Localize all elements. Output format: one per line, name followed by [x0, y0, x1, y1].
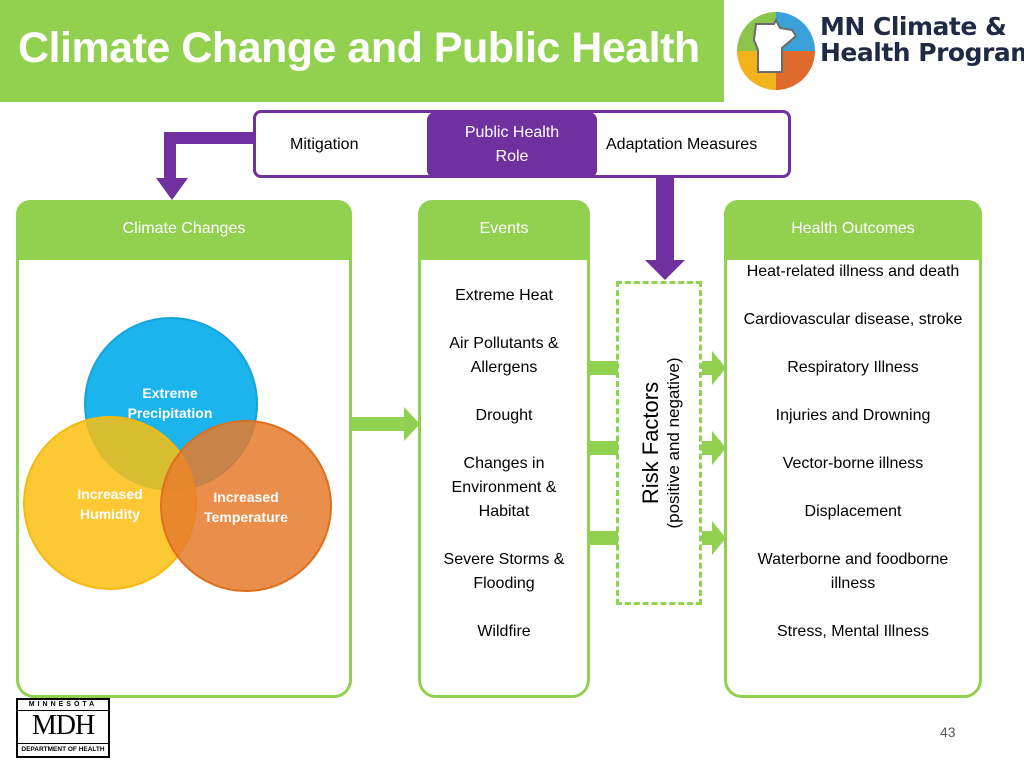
mdh-logo: MINNESOTA MDH DEPARTMENT OF HEALTH	[16, 698, 110, 758]
adaptation-measures-label: Adaptation Measures	[606, 136, 758, 153]
risk-outcome-arrow-head-1	[712, 351, 726, 385]
risk-factors-label: Risk Factors	[638, 381, 663, 505]
adaptation-arrow	[656, 178, 674, 262]
event-item: Severe Storms & Flooding	[443, 551, 565, 592]
climate-to-events-arrow	[350, 417, 406, 431]
events-heading: Events	[418, 200, 590, 260]
outcome-item: Stress, Mental Illness	[776, 623, 930, 640]
logo-text: MN Climate & Health Program	[820, 14, 1024, 66]
logo-circle-icon	[737, 12, 815, 90]
climate-to-events-arrow-head	[404, 407, 420, 441]
mn-climate-health-logo: MN Climate & Health Program	[724, 0, 1024, 102]
mdh-logo-top: MINNESOTA	[18, 700, 108, 711]
logo-line-1: MN Climate &	[820, 12, 1007, 41]
mdh-logo-bottom: DEPARTMENT OF HEALTH	[18, 743, 108, 756]
precipitation-label: Extreme Precipitation	[127, 385, 213, 421]
risk-factors-box	[616, 281, 702, 605]
events-list: Extreme Heat Air Pollutants & Allergens …	[430, 284, 578, 668]
outcome-item: Heat-related illness and death	[746, 263, 960, 280]
mitigation-arrow	[164, 132, 255, 180]
logo-line-2: Health Program	[820, 38, 1024, 67]
event-item: Changes in Environment & Habitat	[451, 455, 557, 520]
event-item: Drought	[475, 407, 533, 424]
risk-factors-label-group: Risk Factors (positive and negative)	[638, 357, 684, 528]
outcome-item: Cardiovascular disease, stroke	[743, 311, 963, 328]
mitigation-label: Mitigation	[290, 136, 359, 153]
event-item: Extreme Heat	[455, 287, 553, 304]
outcome-item: Displacement	[804, 503, 902, 520]
public-health-role-box: Public Health Role	[427, 112, 597, 178]
outcome-item: Vector-borne illness	[782, 455, 924, 472]
page-title: Climate Change and Public Health	[18, 24, 700, 72]
risk-outcome-arrow-1	[702, 361, 714, 375]
risk-outcome-arrow-3	[702, 531, 714, 545]
mdh-logo-mid: MDH	[31, 710, 95, 741]
outcome-item: Respiratory Illness	[787, 359, 919, 376]
events-risk-arrow-1	[590, 361, 618, 375]
humidity-label: Increased Humidity	[77, 486, 143, 522]
public-health-role-label: Public Health Role	[464, 124, 560, 165]
events-risk-arrow-3	[590, 531, 618, 545]
temperature-label: Increased Temperature	[204, 489, 288, 525]
event-item: Air Pollutants & Allergens	[449, 335, 559, 376]
climate-changes-heading: Climate Changes	[16, 200, 352, 260]
risk-outcome-arrow-2	[702, 441, 714, 455]
health-outcomes-list: Heat-related illness and death Cardiovas…	[740, 260, 966, 668]
adaptation-arrow-head	[645, 260, 685, 280]
health-outcomes-heading: Health Outcomes	[724, 200, 982, 260]
mitigation-arrow-head	[156, 178, 188, 200]
page-number: 43	[940, 724, 956, 740]
risk-outcome-arrow-head-2	[712, 431, 726, 465]
events-risk-arrow-2	[590, 441, 618, 455]
health-outcomes-panel	[724, 200, 982, 698]
outcome-item: Waterborne and foodborne illness	[757, 551, 949, 592]
risk-outcome-arrow-head-3	[712, 521, 726, 555]
risk-factors-sublabel: (positive and negative)	[664, 357, 683, 529]
temperature-circle	[160, 420, 332, 592]
event-item: Wildfire	[477, 623, 531, 640]
events-panel	[418, 200, 590, 698]
outcome-item: Injuries and Drowning	[775, 407, 931, 424]
